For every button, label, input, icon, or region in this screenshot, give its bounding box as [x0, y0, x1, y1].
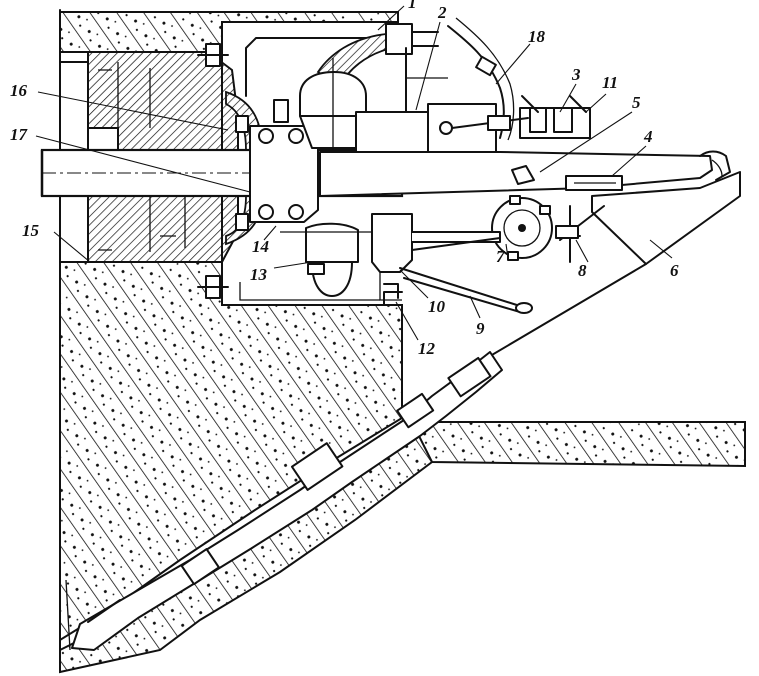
lance-chute [65, 351, 503, 651]
part-labels: 1 2 3 4 5 6 7 8 9 10 11 12 13 14 15 16 1… [10, 0, 679, 358]
label-12: 12 [418, 339, 436, 358]
label-5: 5 [632, 93, 641, 112]
label-13: 13 [250, 265, 268, 284]
label-7: 7 [496, 247, 506, 266]
label-16: 16 [10, 81, 28, 100]
label-10: 10 [428, 297, 446, 316]
label-18: 18 [528, 27, 546, 46]
label-15: 15 [22, 221, 40, 240]
label-4: 4 [643, 127, 653, 146]
label-9: 9 [476, 319, 485, 338]
leader-lines [35, 5, 673, 341]
tuyere-brick [59, 51, 239, 263]
disc-wheel [491, 195, 581, 263]
support-arm [479, 171, 741, 363]
upper-pivot [299, 58, 367, 150]
label-17: 17 [10, 125, 29, 144]
lower-pivot [280, 222, 380, 297]
label-1: 1 [408, 0, 417, 12]
label-11: 11 [602, 73, 618, 92]
boom [319, 150, 731, 197]
label-3: 3 [571, 65, 581, 84]
label-14: 14 [252, 237, 269, 256]
label-2: 2 [437, 3, 447, 22]
label-6: 6 [670, 261, 679, 280]
label-8: 8 [578, 261, 587, 280]
actuator [307, 213, 533, 314]
